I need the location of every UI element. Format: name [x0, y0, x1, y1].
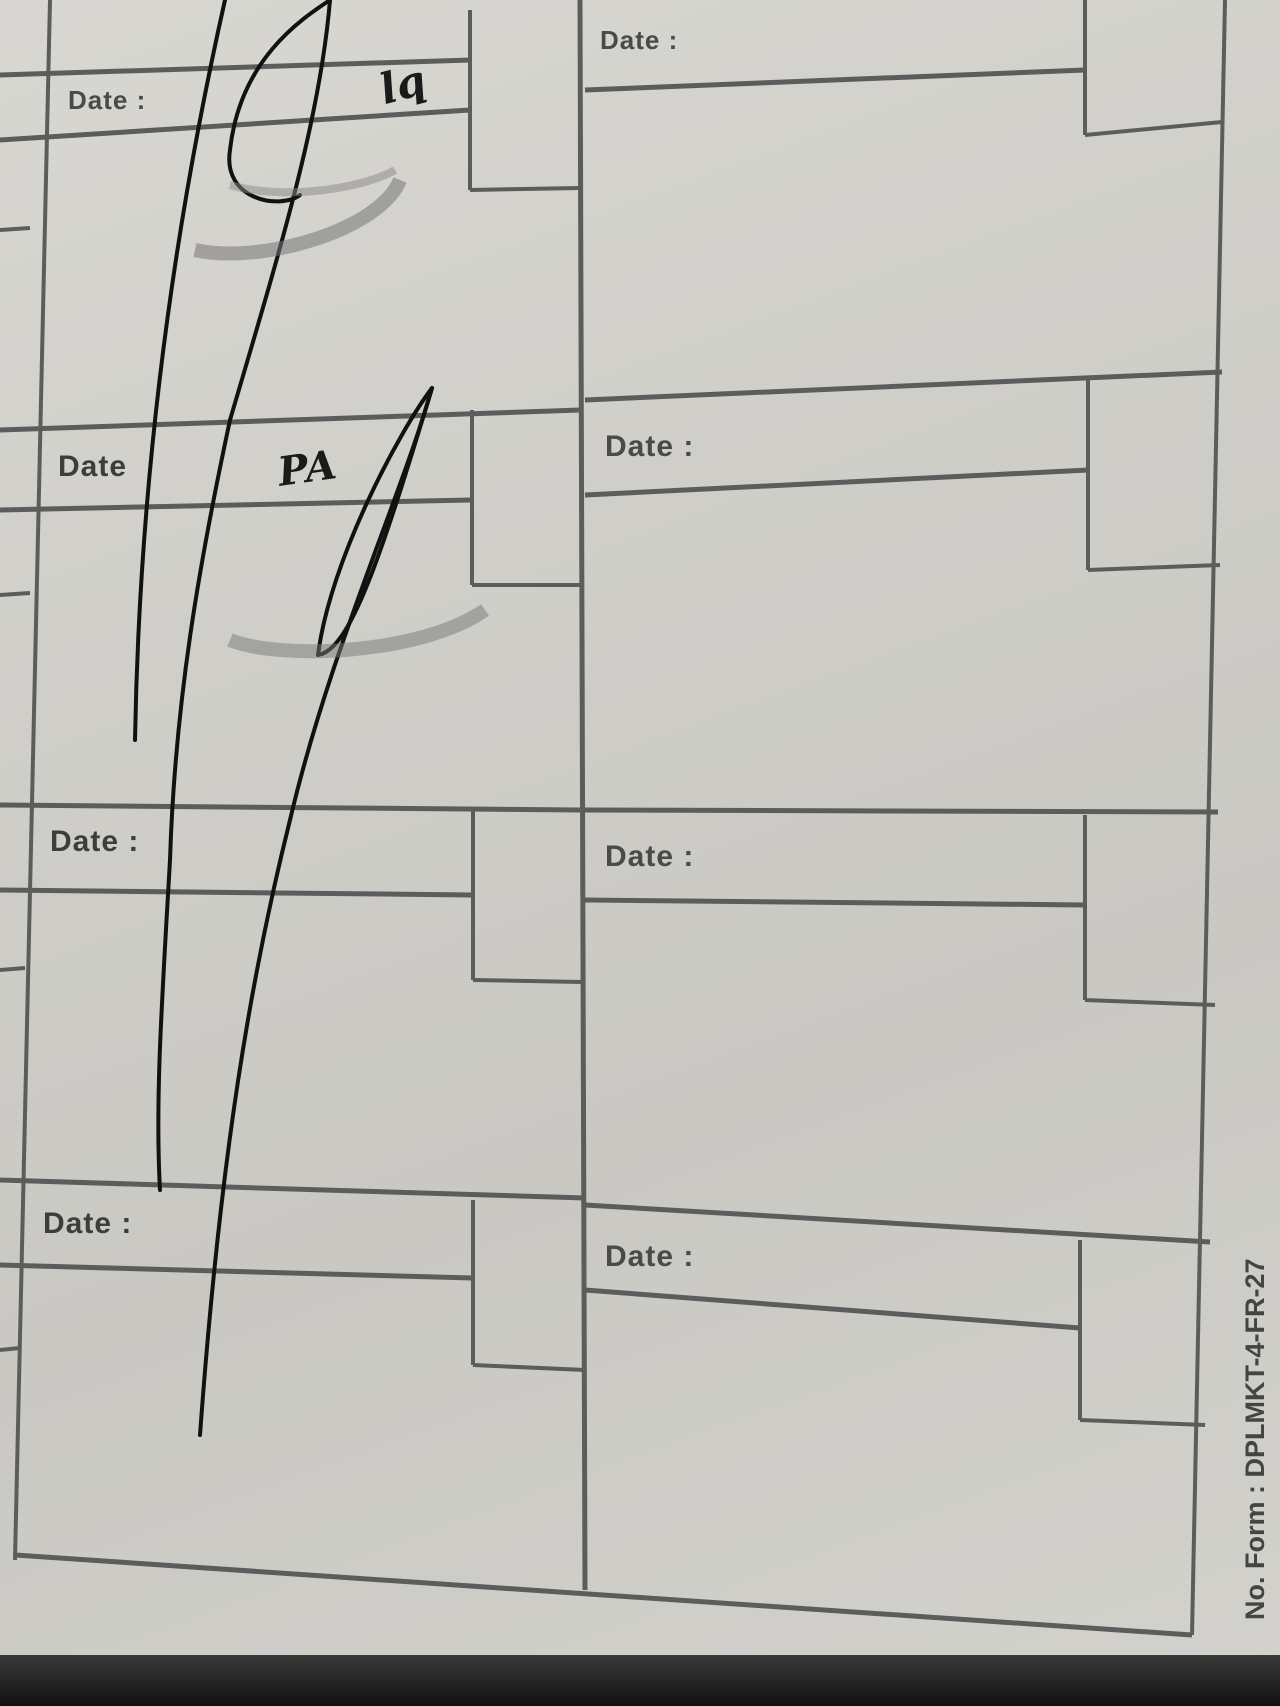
signature-stroke-long-left [133, 0, 227, 742]
center-divider [577, 0, 588, 1591]
right-row-4-lines [584, 1202, 1211, 1427]
right-border [1190, 0, 1227, 1636]
background-surface [0, 1655, 1280, 1706]
left-date-label-2: Date [58, 450, 128, 483]
left-date-label-3: Date : [50, 825, 140, 858]
left-row-4-lines [0, 1177, 586, 1372]
right-date-label-2: Date : [605, 430, 695, 463]
right-row-2-lines [584, 369, 1223, 572]
right-row-3-lines [584, 807, 1219, 1007]
form-code: No. Form : DPLMKT-4-FR-27 [1240, 1258, 1270, 1621]
left-date-label-1: Date : [68, 85, 147, 115]
left-row-3-lines [0, 802, 583, 984]
paper-sheet [0, 0, 1280, 1660]
signature-top [156, 0, 407, 1192]
initials-second: PA [275, 441, 340, 496]
signature-second [198, 386, 489, 1437]
right-date-label-1: Date : [600, 25, 679, 55]
left-date-label-4: Date : [43, 1207, 133, 1240]
left-border [13, 0, 52, 1561]
right-date-label-3: Date : [605, 840, 695, 873]
bottom-border [14, 1552, 1193, 1638]
right-row-1-lines [584, 0, 1223, 137]
right-date-label-4: Date : [605, 1240, 695, 1273]
